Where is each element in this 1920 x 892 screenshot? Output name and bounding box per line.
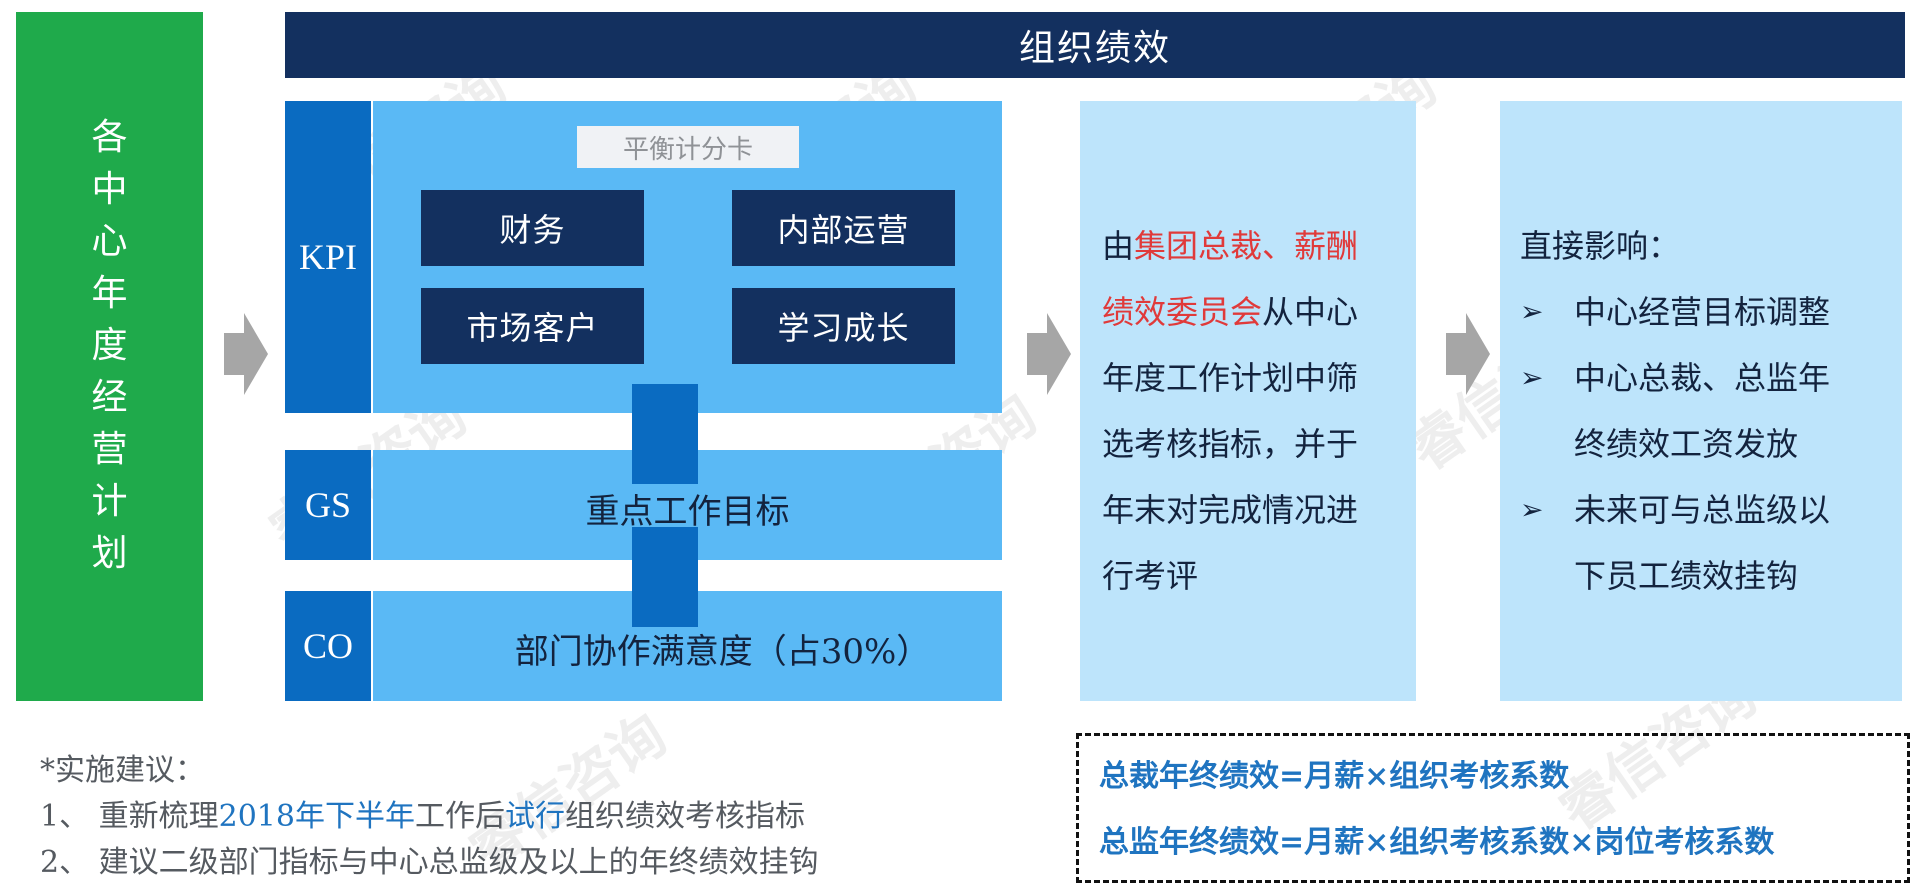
vertical-char: 年: [91, 273, 128, 314]
plus-icon: [632, 527, 698, 627]
selection-panel: 由集团总裁、薪酬绩效委员会从中心年度工作计划中筛选考核指标，并于年末对完成情况进…: [1080, 101, 1416, 701]
key-work-goals-text: 重点工作目标: [585, 491, 790, 532]
vertical-char: 中: [91, 169, 128, 210]
plain-text: 由: [1102, 227, 1135, 265]
gs-label: GS: [285, 450, 371, 560]
arrow-bullet-icon: ➢: [1520, 361, 1544, 394]
org-performance-title: 组织绩效: [285, 12, 1905, 78]
quadrant-finance: 财务: [421, 190, 644, 266]
impact-item-text: 终绩效工资发放: [1574, 425, 1799, 463]
plus-icon: [632, 384, 698, 484]
impact-item-text: 中心经营目标调整: [1574, 293, 1831, 331]
plain-text: 行考评: [1102, 557, 1199, 595]
notes-line-1-period: 2018年下半年: [218, 799, 415, 834]
selection-line: 选考核指标，并于: [1102, 411, 1358, 477]
highlight-text: 集团总裁、薪酬: [1134, 227, 1359, 265]
plain-text: 年末对完成情况进: [1102, 491, 1359, 529]
vertical-char: 营: [91, 429, 128, 470]
selection-line: 由集团总裁、薪酬: [1102, 213, 1358, 279]
arrow-bullet-icon: ➢: [1520, 493, 1544, 526]
notes-line-1-trial: 试行: [504, 799, 565, 834]
notes-line-2: 2、 建议二级部门指标与中心总监级及以上的年终绩效挂钩: [40, 845, 819, 880]
impact-item-text: 中心总裁、总监年: [1574, 359, 1831, 397]
impact-list: ➢ 中心经营目标调整 ➢ 中心总裁、总监年终绩效工资发放 ➢ 未来可与总监级以下员工绩效挂…: [1520, 279, 1830, 609]
formula-box: 总裁年终绩效=月薪×组织考核系数 总监年终绩效=月薪×组织考核系数×岗位考核系数: [1076, 733, 1910, 883]
selection-line: 年末对完成情况进: [1102, 477, 1358, 543]
co-label: CO: [285, 591, 371, 701]
arrow-right-icon: [1446, 313, 1490, 395]
dept-collaboration-text: 部门协作满意度（占30%）: [514, 631, 931, 672]
arrow-bullet-icon: ➢: [1520, 295, 1544, 328]
quadrant-internal-operations: 内部运营: [732, 190, 955, 266]
impact-item-line: ➢ 中心总裁、总监年: [1520, 345, 1830, 411]
selection-line: 绩效委员会从中心: [1102, 279, 1358, 345]
notes-line-1-middle: 工作后: [414, 799, 505, 834]
balanced-scorecard-label: 平衡计分卡: [577, 126, 799, 168]
vertical-char: 计: [91, 481, 128, 522]
annual-plan-vertical-text: 各中心年度经营计划: [16, 112, 203, 580]
impact-item-text: 未来可与总监级以: [1574, 491, 1831, 529]
impact-heading: 直接影响：: [1520, 227, 1681, 265]
vertical-char: 心: [91, 221, 128, 262]
quadrant-learning-growth: 学习成长: [732, 288, 955, 364]
impact-item-line: ➢ 未来可与总监级以: [1520, 477, 1830, 543]
vertical-char: 划: [91, 533, 128, 574]
notes-line-1-suffix: 组织绩效考核指标: [564, 799, 805, 834]
plain-text: 年度工作计划中筛: [1102, 359, 1359, 397]
impact-item-line: ➢ 中心经营目标调整: [1520, 279, 1830, 345]
selection-line: 年度工作计划中筛: [1102, 345, 1358, 411]
selection-panel-text: 由集团总裁、薪酬绩效委员会从中心年度工作计划中筛选考核指标，并于年末对完成情况进…: [1102, 213, 1358, 609]
impact-item-line: 下员工绩效挂钩: [1520, 543, 1830, 609]
notes-line-1-prefix: 1、 重新梳理: [40, 799, 219, 834]
notes-title: *实施建议：: [40, 753, 205, 788]
impact-panel: 直接影响： ➢ 中心经营目标调整 ➢ 中心总裁、总监年终绩效工资发放 ➢ 未来可与总监级以…: [1500, 101, 1902, 701]
vertical-char: 度: [91, 325, 128, 366]
highlight-text: 绩效委员会: [1102, 293, 1263, 331]
notes-line-1: 1、 重新梳理2018年下半年工作后试行组织绩效考核指标: [40, 794, 1060, 840]
quadrant-market-customer: 市场客户: [421, 288, 644, 364]
arrow-right-icon: [224, 313, 268, 395]
vertical-char: 经: [91, 377, 128, 418]
impact-item-text: 下员工绩效挂钩: [1574, 557, 1799, 595]
kpi-label: KPI: [285, 101, 371, 413]
annual-plan-column: 各中心年度经营计划: [16, 12, 203, 701]
vertical-char: 各: [91, 117, 128, 158]
president-formula: 总裁年终绩效=月薪×组织考核系数: [1099, 759, 1570, 794]
director-formula: 总监年终绩效=月薪×组织考核系数×岗位考核系数: [1099, 825, 1775, 860]
implementation-notes: *实施建议： 1、 重新梳理2018年下半年工作后试行组织绩效考核指标 2、 建…: [40, 748, 1060, 886]
arrow-right-icon: [1027, 313, 1071, 395]
selection-line: 行考评: [1102, 543, 1358, 609]
plain-text: 从中心: [1262, 293, 1359, 331]
plain-text: 选考核指标，并于: [1102, 425, 1359, 463]
impact-item-line: 终绩效工资发放: [1520, 411, 1830, 477]
